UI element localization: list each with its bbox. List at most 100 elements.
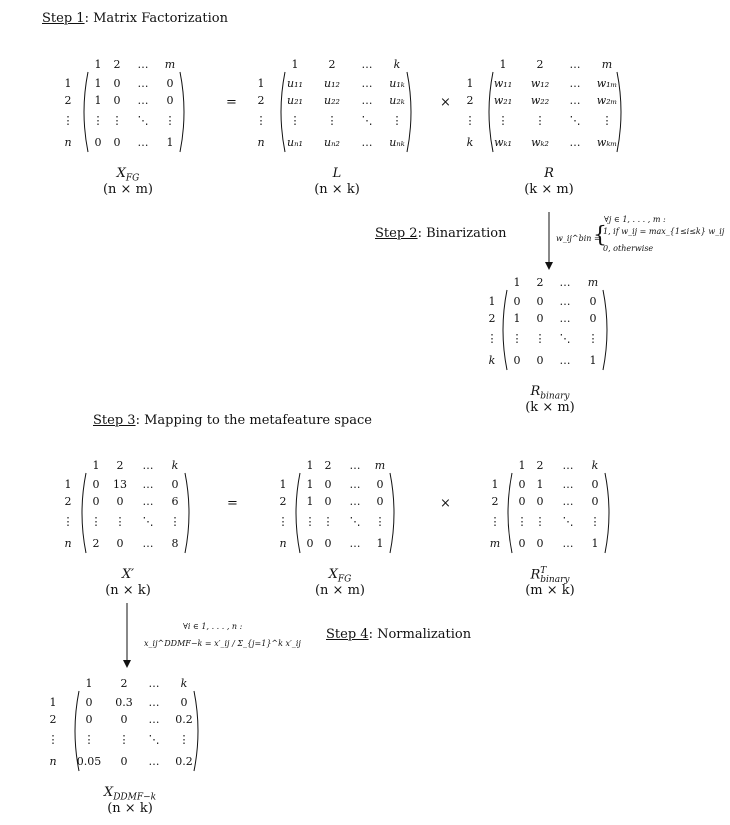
matrix-cell: ⋮ — [589, 515, 601, 528]
matrix-cell: ⋮ — [534, 332, 546, 345]
row-label: n — [257, 136, 265, 149]
right-paren — [184, 472, 190, 554]
matrix-cell: ⋮ — [164, 114, 176, 127]
matrix-cell: … — [569, 94, 581, 107]
equals-operator-step1: = — [226, 95, 237, 110]
matrix-cell: 1 — [591, 537, 599, 550]
matrix-cell: w₂ₘ — [596, 94, 618, 107]
row-label: ⋮ — [62, 515, 74, 528]
matrix-cell: 0 — [92, 495, 100, 508]
col-label: m — [601, 58, 613, 71]
right-paren — [604, 472, 610, 554]
row-label: 1 — [64, 77, 72, 90]
times-operator-step3: × — [440, 496, 451, 511]
col-label: k — [171, 459, 179, 472]
matrix-cell: 0 — [180, 696, 188, 709]
left-paren — [295, 472, 301, 554]
left-paren — [81, 472, 87, 554]
matrix-cell: w₁ₘ — [596, 77, 618, 90]
matrix-cell: … — [562, 537, 574, 550]
label-x-prime: X′ — [121, 567, 135, 582]
matrix-cell: … — [137, 94, 149, 107]
matrix-cell: 0 — [324, 537, 332, 550]
dims-xfg-step3: (n × m) — [314, 583, 365, 598]
matrix-cell: 0 — [589, 312, 597, 325]
step1-heading: Step 1: Matrix Factorization — [42, 11, 228, 26]
matrix-cell: 0 — [85, 696, 93, 709]
matrix-cell: 0 — [536, 537, 544, 550]
matrix-cell: 1 — [513, 312, 521, 325]
matrix-cell: ⋱ — [562, 515, 574, 528]
matrix-cell: 0.2 — [175, 755, 193, 768]
row-label: n — [64, 136, 72, 149]
matrix-cell: … — [559, 295, 571, 308]
col-label: 2 — [120, 677, 128, 690]
matrix-cell: 6 — [171, 495, 179, 508]
matrix-cell: … — [137, 77, 149, 90]
matrix-cell: u₂₂ — [324, 94, 340, 107]
matrix-cell: w₁₂ — [530, 77, 550, 90]
row-label: 2 — [257, 94, 265, 107]
dims-x-ddmf: (n × k) — [107, 801, 153, 816]
matrix-cell: 0 — [94, 136, 102, 149]
matrix-cell: w₂₂ — [530, 94, 550, 107]
left-paren — [83, 71, 89, 153]
matrix-cell: u₂ₖ — [389, 94, 405, 107]
matrix-cell: w₁₁ — [493, 77, 513, 90]
matrix-cell: uₙ₂ — [324, 136, 340, 149]
col-label: m — [374, 459, 386, 472]
col-label: 1 — [94, 58, 102, 71]
matrix-cell: ⋮ — [111, 114, 123, 127]
matrix-cell: ⋱ — [137, 114, 149, 127]
matrix-cell: 1 — [94, 94, 102, 107]
col-label: … — [137, 58, 149, 71]
matrix-cell: uₙₖ — [389, 136, 405, 149]
matrix-cell: ⋮ — [587, 332, 599, 345]
matrix-cell: wₖ₂ — [531, 136, 549, 149]
label-l: L — [332, 166, 342, 181]
right-paren — [179, 71, 185, 153]
row-label: k — [488, 354, 496, 367]
matrix-cell: ⋱ — [361, 114, 373, 127]
matrix-cell: ⋮ — [304, 515, 316, 528]
col-label: … — [361, 58, 373, 71]
matrix-cell: ⋮ — [374, 515, 386, 528]
matrix-cell: ⋮ — [511, 332, 523, 345]
matrix-cell: … — [361, 77, 373, 90]
matrix-cell: 0 — [513, 295, 521, 308]
matrix-cell: 1 — [94, 77, 102, 90]
matrix-cell: wₖ₁ — [494, 136, 512, 149]
dims-xfg-step1: (n × m) — [102, 182, 153, 197]
col-label: 2 — [536, 276, 544, 289]
dims-x-prime: (n × k) — [105, 583, 151, 598]
row-label: 2 — [279, 495, 287, 508]
row-label: ⋮ — [464, 114, 476, 127]
matrix-cell: 0 — [536, 495, 544, 508]
matrix-cell: 1 — [589, 354, 597, 367]
col-label: … — [559, 276, 571, 289]
matrix-cell: … — [562, 495, 574, 508]
label-r: R — [544, 166, 554, 181]
matrix-cell: ⋮ — [114, 515, 126, 528]
binarization-lhs: w_ij^bin = — [556, 234, 601, 243]
matrix-cell: 1 — [166, 136, 174, 149]
col-label: 1 — [291, 58, 299, 71]
row-label: ⋮ — [255, 114, 267, 127]
row-label: ⋮ — [489, 515, 501, 528]
label-xfg-step3: XFG — [328, 567, 352, 585]
step4-heading: Step 4: Normalization — [326, 627, 472, 642]
matrix-cell: ⋮ — [322, 515, 334, 528]
step2-heading: Step 2: Binarization — [375, 226, 507, 241]
row-label: k — [466, 136, 474, 149]
matrix-cell: … — [349, 495, 361, 508]
dims-r: (k × m) — [524, 182, 574, 197]
col-label: 1 — [306, 459, 314, 472]
arrow-down-normalization — [123, 660, 131, 668]
matrix-cell: 0 — [116, 537, 124, 550]
row-label: 2 — [491, 495, 499, 508]
col-label: 2 — [324, 459, 332, 472]
